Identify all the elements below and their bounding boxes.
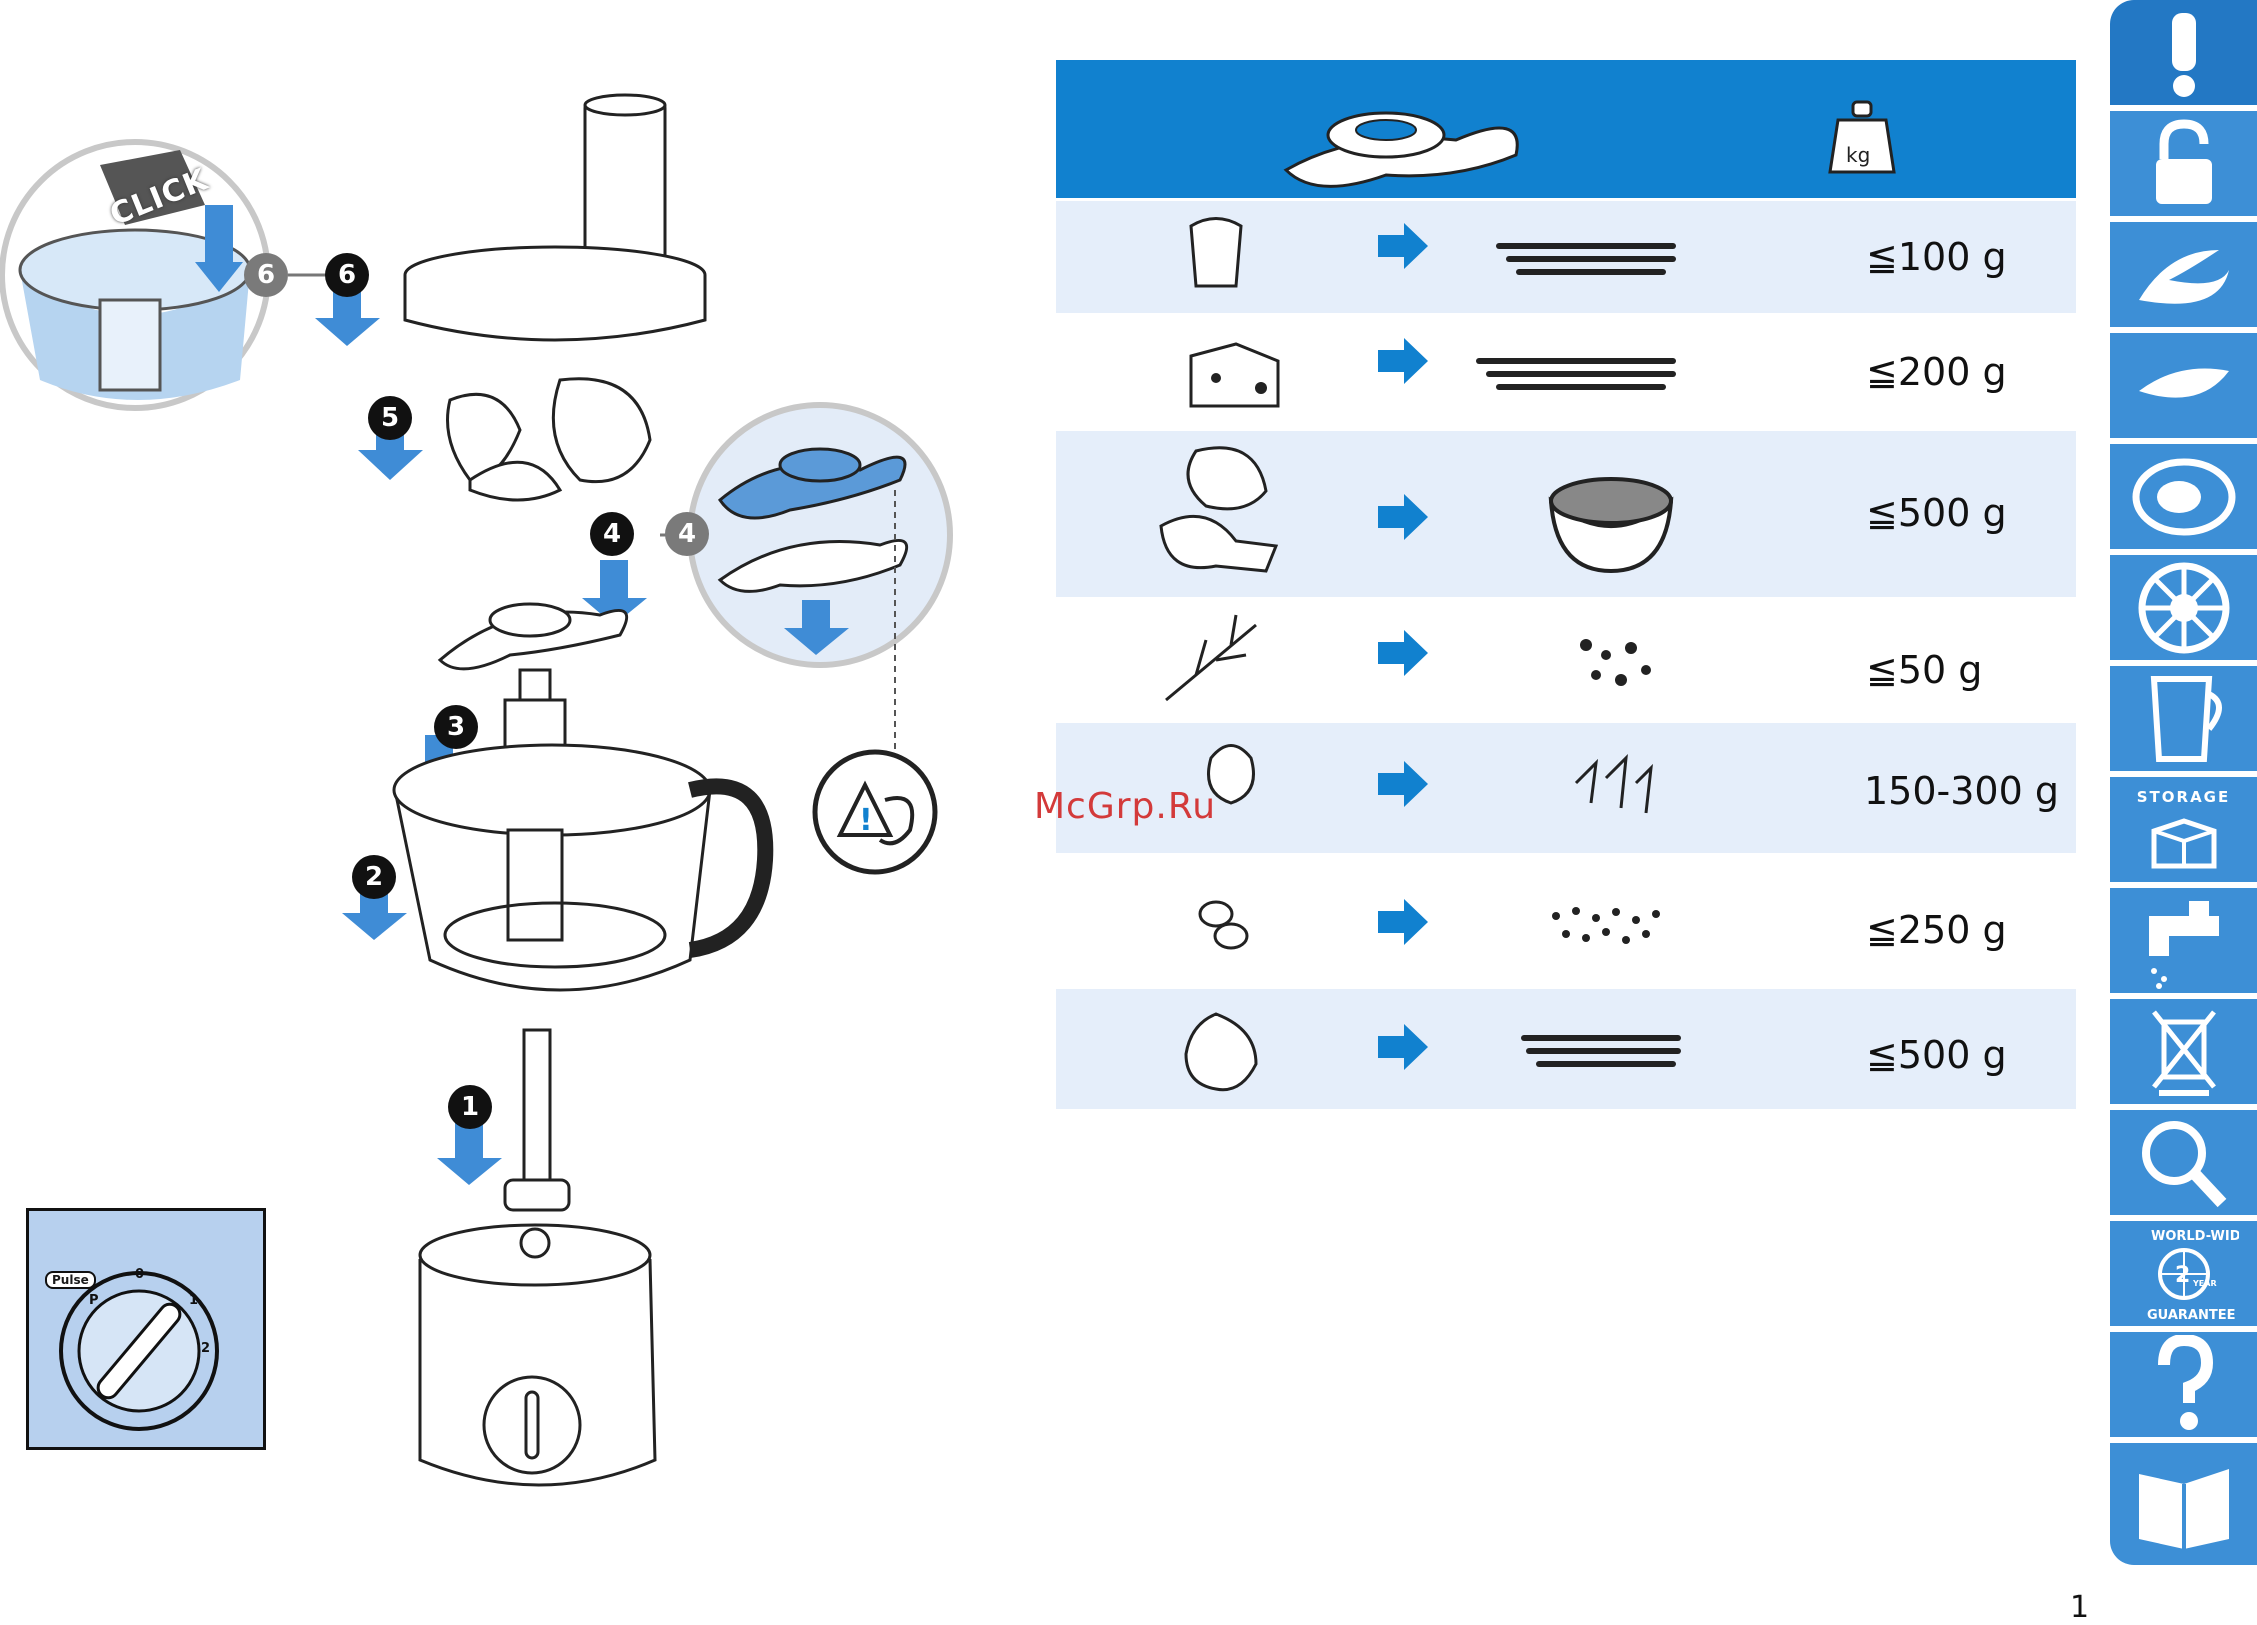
section-tab-bar: STORAGE 2 WORLD-WIDE GUARANTEE YEAR [2110,0,2257,1565]
magnifier-icon [2134,1113,2234,1213]
arrow-icon [1378,761,1428,807]
blade-icon [1286,113,1517,186]
meat-icon [1161,448,1276,571]
svg-text:!: ! [859,803,873,838]
nuts-icon [1200,902,1247,948]
tab-recipes[interactable] [2110,1443,2257,1565]
tab-safety[interactable] [2110,111,2257,219]
svg-text:YEAR: YEAR [2192,1279,2217,1288]
table-row: ≦50 g [1056,600,2076,720]
arrow-icon [1378,630,1428,676]
tab-disc[interactable] [2110,333,2257,441]
arrow-icon [1378,494,1428,540]
svg-text:2: 2 [2175,1263,2190,1288]
cheese-icon [1191,344,1278,406]
bread-icon [1191,219,1241,287]
step-badge-2: 2 [352,855,396,899]
qty-garlic: 150-300 g [1864,769,2059,813]
emulsifying-disc-icon [2134,558,2234,658]
step-badge-4-grey: 4 [665,512,709,556]
lid-with-feed-tube [405,95,705,340]
pulse-label: Pulse [45,1271,96,1289]
qty-herbs: ≦50 g [1866,648,1982,692]
chopped-crumbs-icon [1496,243,1676,275]
blade-icon [2129,230,2239,320]
tab-cleaning[interactable] [2110,888,2257,996]
recycle-bin-icon [2149,1002,2219,1102]
storage-label: STORAGE [2137,788,2231,806]
step-badge-6-grey: 6 [244,253,288,297]
slicing-disc-icon [2129,341,2239,431]
step-badge-1: 1 [448,1085,492,1129]
dial-pos-1: 1 [189,1293,198,1308]
qty-cheese: ≦200 g [1866,350,2007,394]
table-row: ≦100 g [1056,201,2076,313]
onion-pieces [448,379,651,500]
page-number: 1 [2070,1590,2089,1625]
blade-cover-inset [690,405,950,665]
motor-base [420,1225,655,1485]
chopped-nuts-icon [1552,907,1660,944]
onion-icon [1186,1014,1256,1090]
table-row: ≦250 g [1056,856,2076,986]
click-inset [2,142,268,408]
quantity-table: kg ≦100 g ≦200 g [1056,60,2076,1140]
arrow-icon [1378,899,1428,945]
svg-text:WORLD-WIDE: WORLD-WIDE [2151,1229,2239,1244]
jug-icon [2139,669,2229,769]
chopping-blade [440,604,627,669]
tab-important[interactable] [2110,0,2257,108]
grater-disc-icon [2129,452,2239,542]
table-header: kg [1056,60,2076,198]
svg-text:kg: kg [1846,143,1870,167]
storage-box-icon [2144,806,2224,871]
tab-blade[interactable] [2110,222,2257,330]
dial-drawing [29,1211,263,1447]
arrow-icon [1378,223,1428,269]
qty-meat: ≦500 g [1866,491,2007,535]
tab-troubleshooting[interactable] [2110,1110,2257,1218]
tab-grater[interactable] [2110,444,2257,552]
arrow-icon [1378,338,1428,384]
tab-environment[interactable] [2110,999,2257,1107]
tab-storage[interactable]: STORAGE [2110,777,2257,885]
recipe-book-icon [2129,1454,2239,1554]
qty-nuts: ≦250 g [1866,908,2007,952]
arrow-icon [1378,1024,1428,1070]
chopped-crumbs-icon [1521,1035,1681,1067]
header-icons: kg [1056,60,2076,198]
minced-bowl-icon [1551,479,1671,571]
question-mark-icon [2149,1335,2219,1435]
warning-icon: ! [815,752,935,872]
table-row: ≦500 g [1056,989,2076,1109]
dial-pos-0: 0 [135,1267,144,1282]
tap-icon [2129,891,2239,991]
chopped-garlic-icon [1576,758,1651,813]
step-badge-5: 5 [368,396,412,440]
tab-emulsifier[interactable] [2110,555,2257,663]
speed-dial-inset: Pulse 0 1 2 P [26,1208,266,1450]
svg-text:GUARANTEE: GUARANTEE [2147,1308,2235,1323]
step-badge-3: 3 [434,705,478,749]
herbs-icon [1166,615,1256,700]
watermark: McGrp.Ru [1034,786,1216,827]
padlock-icon [2144,119,2224,209]
tab-questions[interactable] [2110,1332,2257,1440]
step-badge-6: 6 [325,253,369,297]
qty-onion: ≦500 g [1866,1033,2007,1077]
weight-icon: kg [1830,102,1894,172]
dial-pos-p: P [89,1293,99,1308]
step-badge-4: 4 [590,512,634,556]
guarantee-globe-icon: 2 WORLD-WIDE GUARANTEE YEAR [2129,1224,2239,1324]
processor-bowl [394,745,765,990]
exclamation-icon [2154,8,2214,98]
chopped-crumbs-icon [1476,358,1676,390]
dial-pos-2: 2 [201,1341,210,1356]
qty-bread: ≦100 g [1866,235,2007,279]
chopped-herbs-icon [1580,639,1651,686]
tab-jug[interactable] [2110,666,2257,774]
table-row: ≦200 g [1056,316,2076,428]
tab-guarantee[interactable]: 2 WORLD-WIDE GUARANTEE YEAR [2110,1221,2257,1329]
table-row: ≦500 g [1056,431,2076,597]
